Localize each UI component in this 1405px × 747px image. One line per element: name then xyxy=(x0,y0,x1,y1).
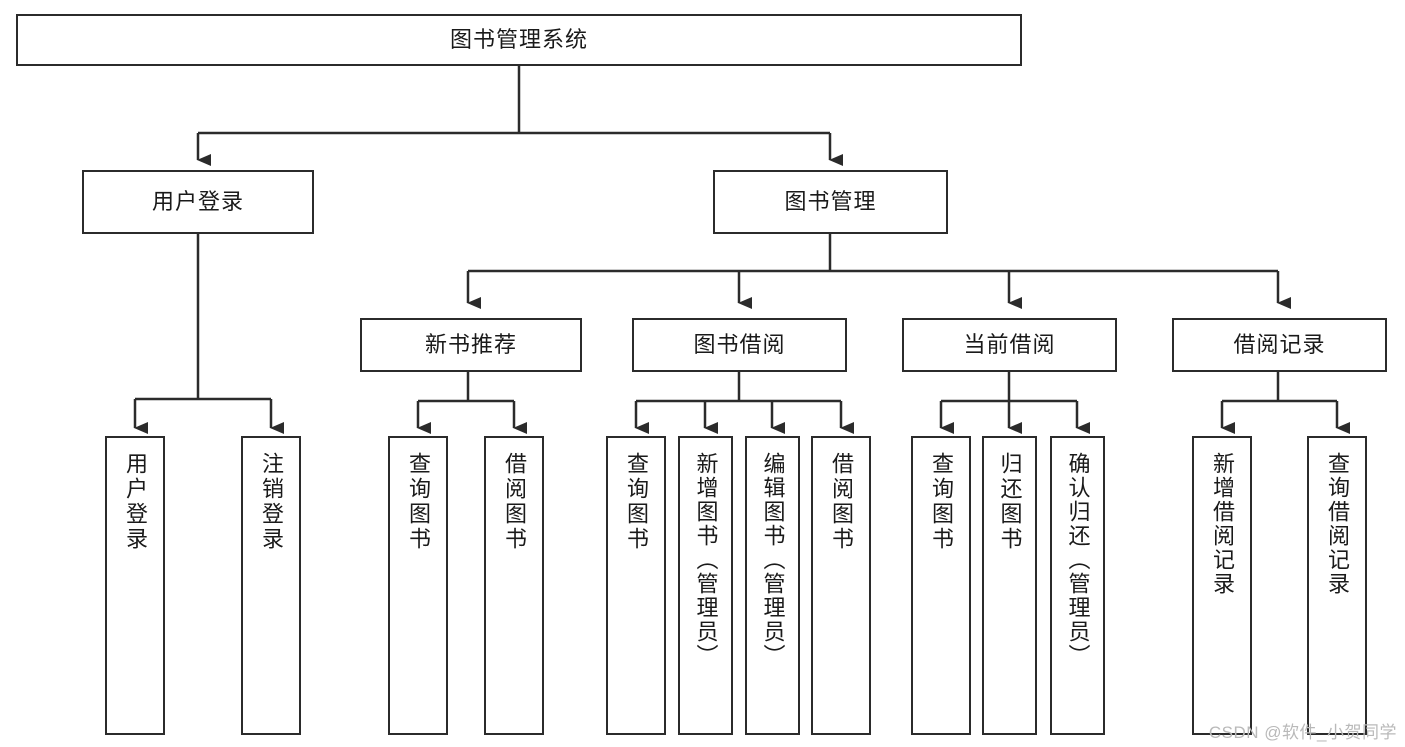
node-label: 借阅记录 xyxy=(1233,332,1326,358)
node-label: 确认归还（管理员） xyxy=(1065,452,1091,668)
node-label: 注销登录 xyxy=(259,452,284,552)
leaf-edit-book-admin[interactable]: 编辑图书（管理员） xyxy=(745,436,800,735)
node-book-management[interactable]: 图书管理 xyxy=(713,170,948,234)
node-label: 借阅图书 xyxy=(502,452,527,552)
node-user-login[interactable]: 用户登录 xyxy=(82,170,314,234)
node-label: 新增借阅记录 xyxy=(1210,452,1235,596)
node-label: 用户登录 xyxy=(123,452,148,552)
node-borrow-record[interactable]: 借阅记录 xyxy=(1172,318,1387,372)
leaf-user-login[interactable]: 用户登录 xyxy=(105,436,165,735)
watermark-text: CSDN @软件_小贺同学 xyxy=(1208,723,1397,742)
node-current-borrow[interactable]: 当前借阅 xyxy=(902,318,1117,372)
leaf-return-book[interactable]: 归还图书 xyxy=(982,436,1037,735)
leaf-confirm-return-admin[interactable]: 确认归还（管理员） xyxy=(1050,436,1105,735)
node-label: 归还图书 xyxy=(997,452,1023,552)
node-label: 图书借阅 xyxy=(693,332,786,358)
leaf-query-book-recommend[interactable]: 查询图书 xyxy=(388,436,448,735)
node-new-book-recommend[interactable]: 新书推荐 xyxy=(360,318,582,372)
leaf-borrow-book[interactable]: 借阅图书 xyxy=(811,436,871,735)
leaf-logout[interactable]: 注销登录 xyxy=(241,436,301,735)
node-label: 新增图书（管理员） xyxy=(693,452,719,668)
node-label: 图书管理 xyxy=(784,189,877,215)
node-label: 查询图书 xyxy=(929,452,954,552)
node-label: 借阅图书 xyxy=(829,452,854,552)
node-label: 用户登录 xyxy=(151,189,244,215)
node-book-borrow[interactable]: 图书借阅 xyxy=(632,318,847,372)
node-label: 查询图书 xyxy=(624,452,649,552)
node-root-system[interactable]: 图书管理系统 xyxy=(16,14,1022,66)
node-label: 查询图书 xyxy=(406,452,431,552)
leaf-add-book-admin[interactable]: 新增图书（管理员） xyxy=(678,436,733,735)
leaf-borrow-book-recommend[interactable]: 借阅图书 xyxy=(484,436,544,735)
leaf-query-book-current[interactable]: 查询图书 xyxy=(911,436,971,735)
node-label: 当前借阅 xyxy=(963,332,1056,358)
leaf-add-borrow-record[interactable]: 新增借阅记录 xyxy=(1192,436,1252,735)
node-label: 图书管理系统 xyxy=(449,27,588,53)
node-label: 新书推荐 xyxy=(424,332,517,358)
node-label: 查询借阅记录 xyxy=(1325,452,1350,596)
node-label: 编辑图书（管理员） xyxy=(760,452,786,668)
leaf-query-borrow-record[interactable]: 查询借阅记录 xyxy=(1307,436,1367,735)
leaf-query-book-borrow[interactable]: 查询图书 xyxy=(606,436,666,735)
